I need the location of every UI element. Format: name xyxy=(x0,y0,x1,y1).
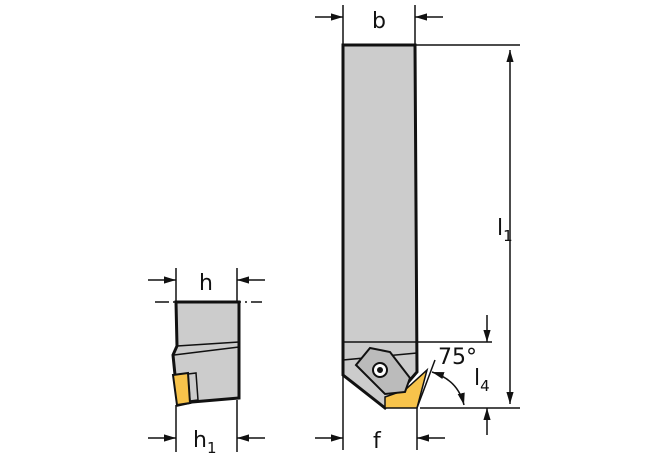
dimension-h1 xyxy=(148,400,265,452)
dimension-l1 xyxy=(415,44,520,409)
angle-75 xyxy=(416,359,465,409)
label-h: h xyxy=(199,271,213,296)
dimension-h xyxy=(148,268,265,302)
label-h1: h1 xyxy=(193,428,217,457)
shank-top-view xyxy=(341,43,429,411)
clamp-screw-icon xyxy=(354,346,412,396)
label-l1: l1 xyxy=(497,216,513,245)
label-l4: l4 xyxy=(474,366,490,395)
dimension-b xyxy=(315,5,443,45)
dimension-l4 xyxy=(417,315,492,435)
shank-side-view xyxy=(171,300,241,407)
label-f: f xyxy=(373,429,382,454)
side-insert xyxy=(171,371,192,407)
dimension-f xyxy=(315,375,445,450)
label-angle: 75° xyxy=(438,345,477,370)
label-b: b xyxy=(372,9,386,34)
